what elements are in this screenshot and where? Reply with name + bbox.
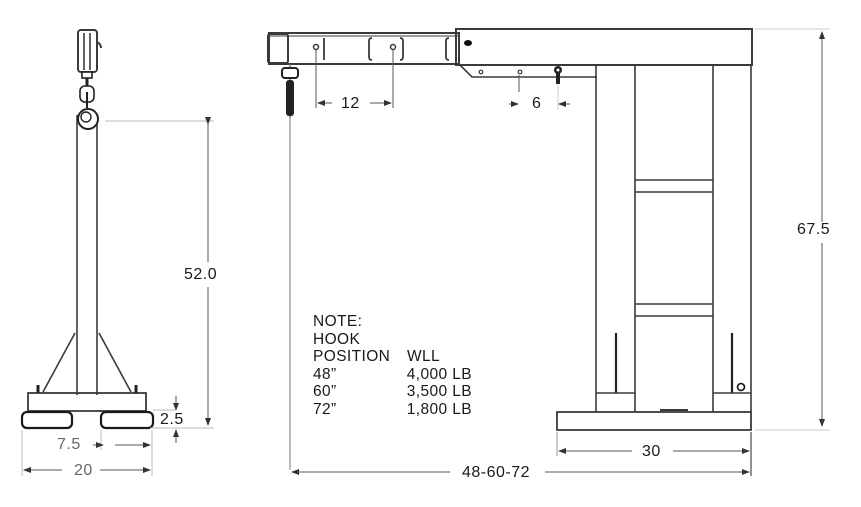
note-position: 72” [313, 400, 337, 418]
fork-pocket-right [99, 410, 155, 430]
side-base [27, 392, 147, 412]
dim-overall-width: 20 [72, 462, 95, 479]
note-row: 48” 4,000 LB [313, 366, 472, 384]
dim-fork-pocket-width: 7.5 [55, 436, 83, 453]
note-wll: 1,800 LB [406, 400, 472, 418]
dim-base-width: 30 [640, 443, 663, 460]
front-base [556, 411, 752, 431]
dim-boom-hole-spacing: 12 [339, 95, 362, 112]
front-view-dimensions [291, 28, 830, 476]
boom-hole-2 [389, 43, 397, 51]
dim-height-52: 52.0 [182, 266, 220, 283]
front-view [267, 28, 753, 470]
note-wll: 3,500 LB [406, 383, 472, 400]
dim-fork-pocket-height: 2.5 [160, 411, 184, 428]
note-header: POSITION WLL [313, 348, 472, 366]
note-wll: 4,000 LB [406, 365, 472, 383]
side-view-dimensions [21, 117, 214, 476]
boom-end-cap [77, 29, 98, 73]
hook-icon [77, 71, 99, 130]
front-hook-icon [281, 64, 299, 470]
dim-overall-height: 67.5 [795, 221, 833, 238]
note-row: 72” 1,800 LB [313, 401, 472, 419]
fork-pocket-left [20, 410, 74, 430]
capacity-note: NOTE: HOOK POSITION WLL 48” 4,000 LB 60”… [313, 313, 472, 418]
grease-fitting-icon [736, 382, 746, 392]
note-title: NOTE: [313, 313, 363, 330]
side-view [20, 29, 155, 430]
note-header-position: POSITION [313, 348, 391, 365]
note-row: 60” 3,500 LB [313, 383, 472, 401]
note-position: 60” [313, 383, 337, 400]
dim-pin-spacing: 6 [530, 95, 544, 112]
note-position: 48” [313, 365, 337, 383]
dim-reach: 48-60-72 [460, 464, 533, 481]
note-header-wll: WLL [407, 348, 441, 365]
note-line: HOOK [313, 330, 361, 348]
boom-hole-1 [312, 43, 320, 51]
outer-boom [455, 28, 753, 66]
inner-boom [268, 32, 460, 65]
